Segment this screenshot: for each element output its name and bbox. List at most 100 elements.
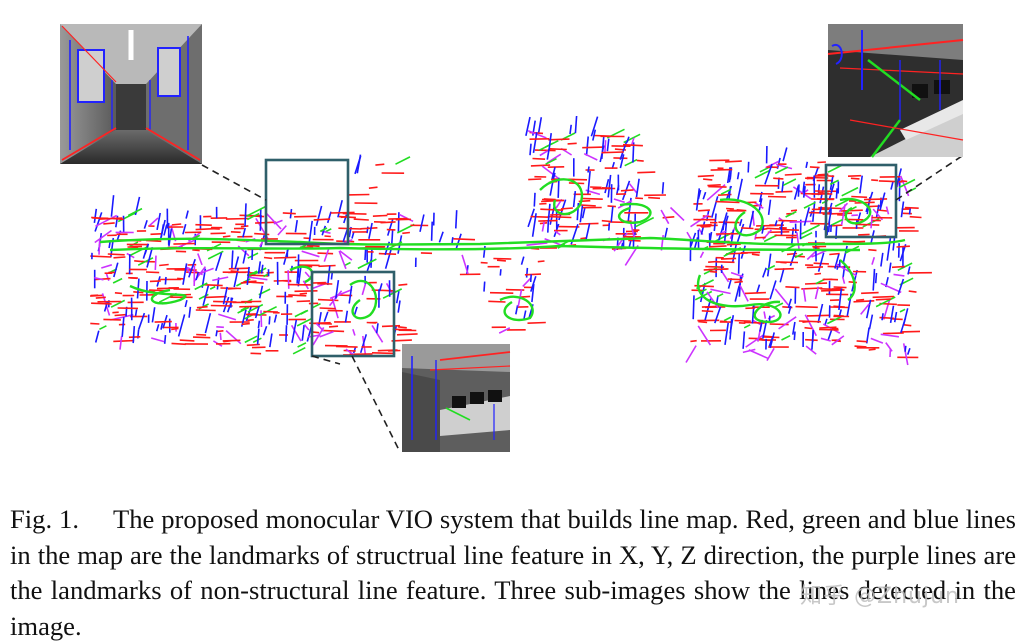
map-line-segment (876, 299, 891, 300)
map-line-segment (780, 268, 784, 282)
map-line-segment (100, 218, 122, 219)
map-line-segment (161, 323, 162, 330)
map-line-segment (686, 346, 696, 363)
map-line-segment (523, 278, 531, 286)
map-line-segment (352, 232, 354, 238)
map-line-segment (371, 248, 372, 268)
map-line-segment (806, 346, 816, 354)
map-line-segment (274, 257, 296, 258)
map-line-segment (360, 228, 377, 229)
map-line-segment (398, 301, 400, 313)
map-line-segment (314, 323, 331, 324)
map-line-segment (851, 178, 860, 179)
map-line-segment (790, 221, 812, 222)
map-line-segment (889, 263, 890, 273)
map-line-segment (295, 220, 297, 232)
map-line-segment (516, 305, 518, 314)
map-line-segment (587, 137, 589, 156)
map-line-segment (186, 211, 188, 219)
map-line-segment (197, 307, 208, 308)
map-line-segment (139, 313, 145, 330)
map-line-segment (605, 140, 606, 152)
map-line-segment (829, 213, 852, 214)
map-line-segment (531, 274, 532, 282)
map-line-segment (223, 340, 241, 341)
map-line-segment (695, 237, 698, 248)
map-line-segment (879, 181, 903, 182)
map-line-segment (869, 349, 876, 350)
desk-thumbnail (402, 344, 510, 452)
map-line-segment (738, 172, 739, 179)
map-line-segment (369, 187, 378, 188)
map-line-segment (307, 245, 320, 246)
map-line-segment (217, 331, 224, 332)
map-line-segment (525, 274, 541, 275)
map-line-segment (155, 322, 172, 323)
figure-caption: Fig. 1.The proposed monocular VIO system… (10, 502, 1016, 644)
map-line-segment (909, 291, 917, 292)
map-line-segment (637, 179, 640, 197)
map-line-segment (264, 258, 272, 259)
map-line-segment (309, 221, 312, 243)
map-line-segment (870, 315, 873, 330)
map-line-segment (745, 293, 766, 294)
map-line-segment (189, 307, 190, 318)
map-line-segment (887, 207, 889, 215)
map-line-segment (791, 210, 797, 211)
map-line-segment (90, 323, 99, 324)
map-line-segment (782, 181, 783, 192)
map-line-segment (298, 343, 306, 347)
map-line-segment (891, 319, 903, 320)
map-line-segment (836, 188, 837, 198)
map-line-segment (114, 257, 126, 258)
map-line-segment (113, 341, 134, 342)
map-line-segment (328, 212, 331, 223)
map-line-segment (245, 203, 246, 226)
map-line-segment (908, 348, 910, 354)
map-line-segment (690, 341, 696, 342)
map-line-segment (325, 236, 331, 237)
map-line-segment (488, 301, 505, 302)
map-line-segment (173, 244, 195, 245)
map-line-segment (275, 315, 277, 323)
map-line-segment (382, 326, 400, 327)
map-line-segment (561, 208, 573, 209)
map-line-segment (326, 229, 332, 232)
map-line-segment (883, 333, 904, 334)
map-line-segment (354, 347, 356, 353)
map-line-segment (228, 288, 237, 289)
map-line-segment (242, 324, 250, 325)
map-line-segment (825, 319, 827, 325)
map-line-segment (724, 317, 731, 321)
map-line-segment (727, 244, 741, 245)
map-line-segment (313, 332, 319, 333)
map-line-segment (723, 221, 724, 231)
map-line-segment (159, 265, 169, 266)
map-line-segment (698, 176, 714, 177)
map-line-segment (195, 225, 211, 226)
map-line-segment (94, 209, 96, 223)
map-line-segment (783, 179, 796, 185)
map-line-segment (247, 345, 260, 346)
map-line-segment (392, 229, 393, 244)
map-line-segment (196, 310, 216, 311)
map-line-segment (150, 281, 161, 282)
map-line-segment (663, 182, 664, 194)
map-line-segment (260, 215, 261, 231)
map-line-segment (857, 341, 867, 342)
map-line-segment (611, 207, 613, 223)
map-line-segment (302, 325, 304, 341)
map-line-segment (157, 213, 160, 230)
map-line-segment (522, 257, 524, 265)
map-line-segment (318, 253, 334, 254)
map-line-segment (855, 346, 867, 347)
map-line-segment (707, 185, 720, 186)
map-line-segment (822, 176, 834, 177)
map-line-segment (195, 283, 208, 289)
map-line-segment (324, 312, 327, 322)
map-line-segment (305, 272, 309, 277)
map-line-segment (768, 197, 786, 198)
map-line-segment (344, 215, 347, 223)
map-line-segment (264, 326, 267, 335)
map-line-segment (776, 262, 798, 263)
